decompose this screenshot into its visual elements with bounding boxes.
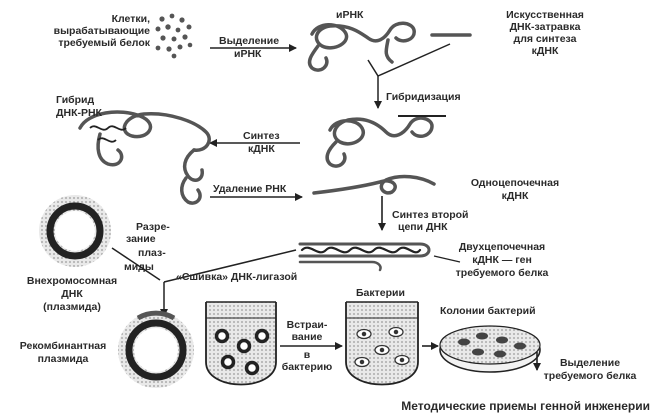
tube-with-plasmids <box>205 301 277 386</box>
cells-label: Клетки, вырабатывающие требуемый белок <box>54 13 151 49</box>
single-strand-cdna <box>312 174 436 195</box>
svg-text:требуемого белка: требуемого белка <box>544 370 637 382</box>
svg-text:Встраи-: Встраи- <box>287 319 328 331</box>
svg-text:Рекомбинантная: Рекомбинантная <box>20 340 107 352</box>
double-strand-pointer <box>433 255 461 263</box>
svg-text:кДНК: кДНК <box>248 143 275 155</box>
hybrid-left-helix <box>89 125 127 143</box>
svg-text:Разре-: Разре- <box>136 221 170 233</box>
synthesis-label: Синтез кДНК <box>243 130 280 155</box>
svg-text:Гибрид: Гибрид <box>56 94 95 106</box>
hybrid-left-strand <box>78 110 211 205</box>
svg-text:ДНК: ДНК <box>61 288 83 300</box>
svg-text:плазмида: плазмида <box>38 353 89 365</box>
mrna-strand <box>307 21 416 72</box>
recombinant-label: Рекомбинантная плазмида <box>20 340 107 365</box>
svg-text:Выделение: Выделение <box>560 357 620 369</box>
double-strand-cdna <box>298 242 431 272</box>
hybrid-right-strand <box>325 116 434 168</box>
diagram-caption: Методические приемы генной инженерии <box>401 399 650 413</box>
svg-text:миды: миды <box>124 261 154 273</box>
svg-text:Внехромосомная: Внехромосомная <box>27 275 117 287</box>
svg-text:бактерию: бактерию <box>282 361 332 373</box>
hybridization-arrow <box>367 43 451 109</box>
petri-dish <box>439 325 541 373</box>
svg-text:для синтеза: для синтеза <box>514 33 577 45</box>
double-strand-label: Двухцепочечная кДНК — ген требуемого бел… <box>456 241 549 279</box>
svg-text:вание: вание <box>292 331 323 343</box>
svg-text:иРНК: иРНК <box>234 48 262 60</box>
plasmid <box>39 195 111 267</box>
svg-text:Двухцепочечная: Двухцепочечная <box>459 241 545 253</box>
hybrid-label: Гибрид ДНК-РНК <box>56 94 103 119</box>
svg-text:Искусственная: Искусственная <box>506 9 584 21</box>
svg-text:Выделение: Выделение <box>219 35 279 47</box>
recombinant-plasmid <box>118 310 194 388</box>
svg-text:Синтез второй: Синтез второй <box>392 209 469 221</box>
svg-text:зание: зание <box>126 233 156 245</box>
svg-text:вырабатывающие: вырабатывающие <box>54 25 151 37</box>
colonies-label: Колонии бактерий <box>440 305 536 317</box>
svg-text:цепи ДНК: цепи ДНК <box>398 221 448 233</box>
svg-text:в: в <box>304 349 311 361</box>
tube-with-bacteria <box>345 301 419 386</box>
ligase-label: «Сшивка» ДНК-лигазой <box>176 271 297 283</box>
svg-text:(плазмида): (плазмида) <box>43 301 101 313</box>
svg-text:ДНК-РНК: ДНК-РНК <box>56 107 103 119</box>
svg-text:кДНК — ген: кДНК — ген <box>472 254 532 266</box>
isolation-label: Выделение иРНК <box>219 35 279 60</box>
svg-text:Синтез: Синтез <box>243 130 280 142</box>
svg-text:требуемый белок: требуемый белок <box>58 37 150 49</box>
plasmid-label: Внехромосомная ДНК (плазмида) <box>27 275 117 313</box>
second-strand-label: Синтез второй цепи ДНК <box>392 209 469 233</box>
insertion-label: Встраи- вание в бактерию <box>282 319 332 373</box>
mrna-label: иРНК <box>336 9 364 21</box>
single-strand-label: Одноцепочечная кДНК <box>471 177 559 202</box>
svg-text:плаз-: плаз- <box>138 247 166 259</box>
product-label: Выделение требуемого белка <box>544 357 637 382</box>
svg-text:Одноцепочечная: Одноцепочечная <box>471 177 559 189</box>
rna-removal-label: Удаление РНК <box>213 183 287 195</box>
ligase-lines <box>111 247 297 317</box>
svg-text:требуемого белка: требуемого белка <box>456 267 549 279</box>
svg-text:кДНК: кДНК <box>532 45 559 57</box>
bacteria-label: Бактерии <box>356 287 405 299</box>
cells-cluster <box>155 13 193 59</box>
svg-text:Клетки,: Клетки, <box>112 13 150 25</box>
hybridization-label: Гибридизация <box>386 91 461 103</box>
primer-label: Искусственная ДНК-затравка для синтеза к… <box>506 9 584 57</box>
svg-text:кДНК: кДНК <box>502 190 529 202</box>
svg-text:ДНК-затравка: ДНК-затравка <box>510 21 581 33</box>
cutting-label: Разре- зание плаз- миды <box>124 221 170 273</box>
